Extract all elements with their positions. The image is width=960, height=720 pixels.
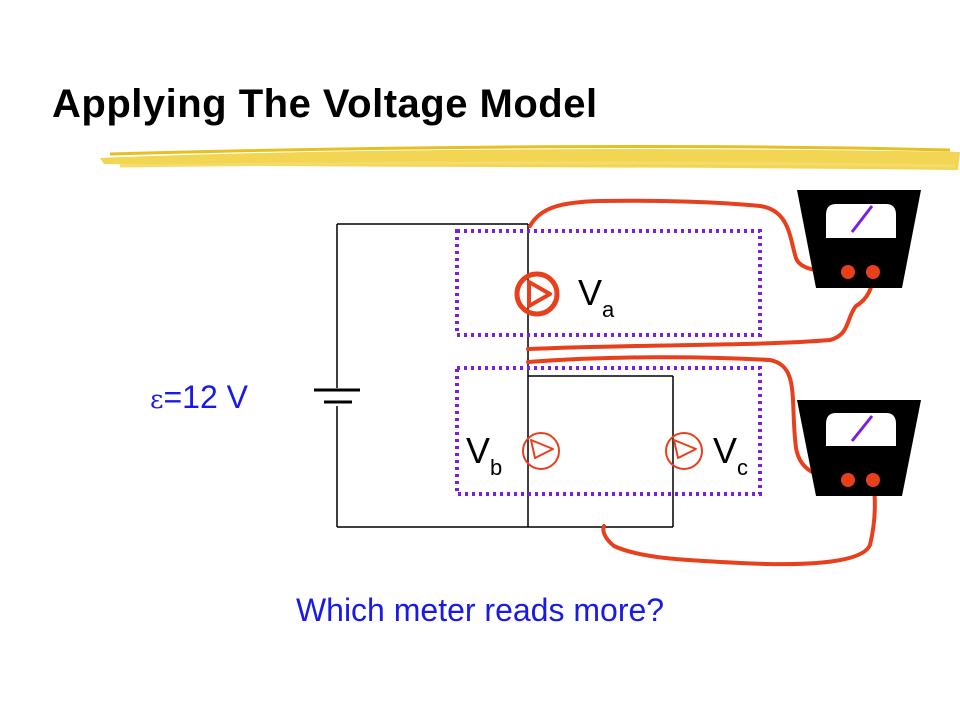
- emf-symbol: ε: [150, 385, 163, 415]
- bulb-c-label-v: V: [713, 430, 737, 471]
- circuit-wires: [336, 223, 674, 528]
- title-underline: [100, 145, 960, 170]
- bulb-b-label: Vb: [466, 430, 502, 480]
- bulb-c-icon: [665, 432, 703, 470]
- bulb-a-label: Va: [578, 272, 615, 322]
- dotted-box-bc: [455, 366, 762, 496]
- bulb-a-icon: [514, 271, 560, 317]
- emf-label: ε=12 V: [150, 379, 249, 415]
- voltmeter-bottom-icon: [797, 400, 921, 496]
- bulb-a-label-sub: a: [602, 297, 615, 322]
- voltmeter-top-icon: [797, 190, 921, 288]
- emf-value: =12 V: [163, 379, 248, 415]
- bulb-c-label: Vc: [713, 430, 748, 480]
- bulb-b-label-sub: b: [490, 455, 502, 480]
- bulb-c-label-sub: c: [737, 455, 748, 480]
- bulb-a-label-v: V: [578, 272, 602, 313]
- bulb-b-label-v: V: [466, 430, 490, 471]
- battery-symbol: [314, 388, 360, 404]
- bulb-b-icon: [522, 432, 560, 470]
- probe-wires: [526, 198, 877, 567]
- question-text: Which meter reads more?: [295, 592, 665, 628]
- slide-title: Applying The Voltage Model: [52, 82, 598, 126]
